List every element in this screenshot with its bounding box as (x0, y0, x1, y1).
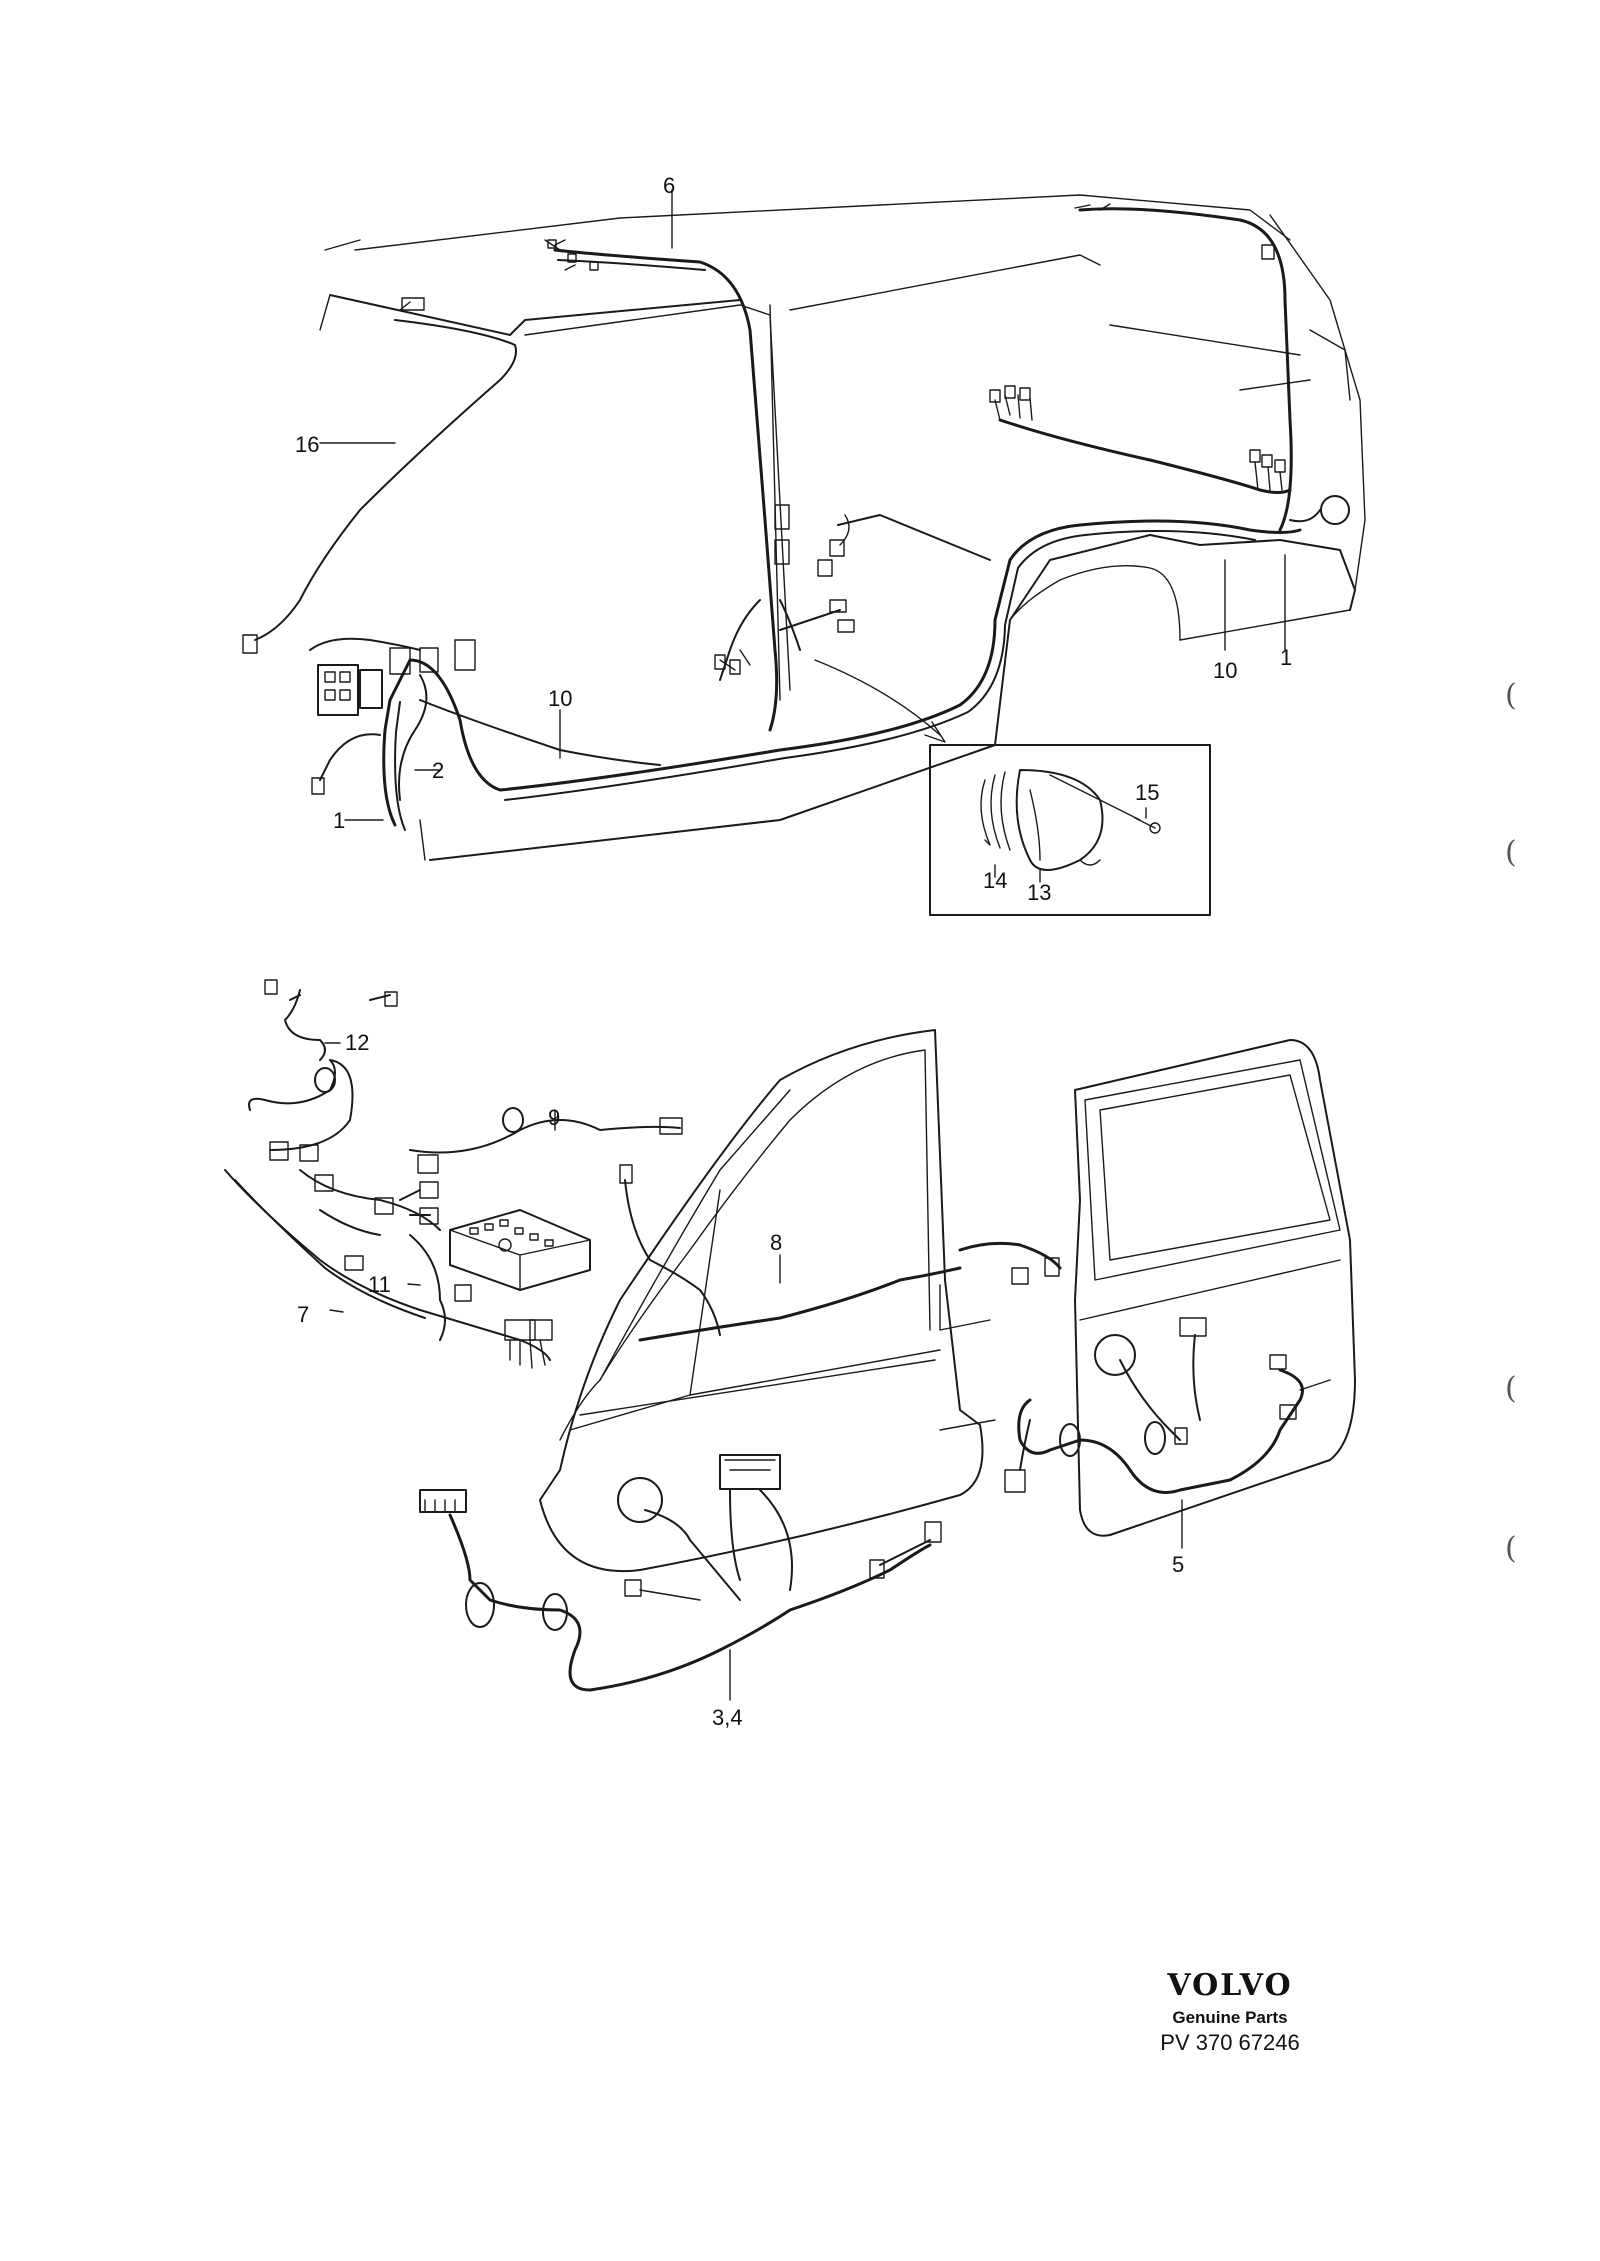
callout-11: 11 (368, 1272, 391, 1297)
harness-rear-door (1004, 1317, 1304, 1494)
callout-10-rear: 10 (1213, 658, 1237, 683)
control-module (449, 1209, 591, 1291)
margin-mark: ( (1505, 1531, 1517, 1566)
car-body-outline (319, 194, 1366, 861)
callout-8: 8 (770, 1230, 782, 1255)
harness-roof-front (544, 239, 779, 732)
harness-door-cable-8 (619, 1164, 1062, 1342)
callout-3-4: 3,4 (712, 1705, 743, 1730)
margin-marks: ( ( ( ( (1505, 678, 1517, 1566)
harness-front-door (419, 1454, 942, 1692)
callout-7: 7 (297, 1302, 309, 1327)
harness-dash-lower (224, 979, 683, 1369)
callout-1-rear: 1 (1280, 645, 1292, 670)
harness-b-pillar (714, 504, 855, 681)
harness-dash-area (309, 637, 661, 801)
callout-15: 15 (1135, 780, 1159, 805)
harness-cargo (989, 385, 1292, 494)
callout-1-front: 1 (333, 808, 345, 833)
callout-10-front: 10 (548, 686, 572, 711)
detail-pointer-arrow (814, 659, 946, 743)
margin-mark: ( (1505, 835, 1517, 870)
rear-door-outline (1074, 1039, 1356, 1537)
callout-9: 9 (548, 1105, 560, 1130)
callout-labels: 6 16 10 2 1 10 1 15 14 13 12 9 8 11 7 5 … (295, 173, 1292, 1730)
harness-sill-1 (382, 514, 1302, 831)
callout-2: 2 (432, 758, 444, 783)
leader-lines (319, 189, 1286, 1701)
part-number: PV 370 67246 (1160, 2030, 1300, 2055)
callout-6: 6 (663, 173, 675, 198)
front-door-outline (539, 1029, 996, 1573)
callout-13: 13 (1027, 880, 1051, 905)
callout-16: 16 (295, 432, 319, 457)
brand-tagline: Genuine Parts (1172, 2008, 1288, 2027)
margin-mark: ( (1505, 678, 1517, 713)
callout-5: 5 (1172, 1552, 1184, 1577)
volvo-logo: VOLVO (1167, 1968, 1293, 2003)
detail-inset-box (929, 744, 1211, 916)
harness-a-pillar (242, 297, 517, 654)
margin-mark: ( (1505, 1371, 1517, 1406)
harness-roof-rear (1074, 203, 1350, 532)
callout-12: 12 (345, 1030, 369, 1055)
callout-14: 14 (983, 868, 1007, 893)
